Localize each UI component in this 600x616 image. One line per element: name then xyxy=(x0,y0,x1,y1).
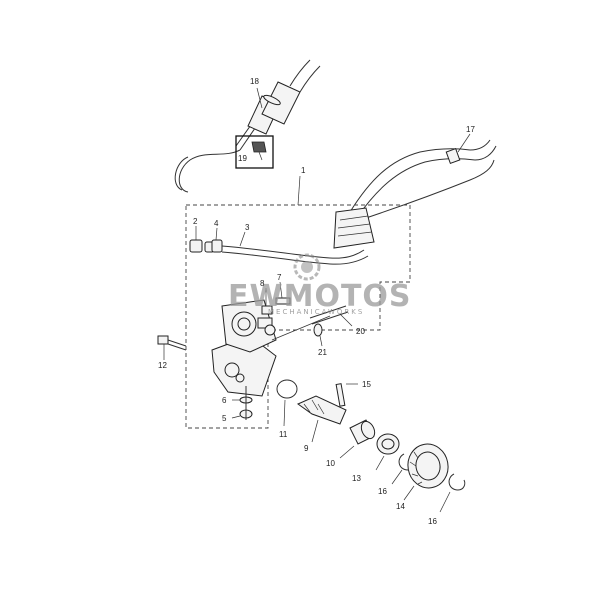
watermark-tagline: MECHANICAWORKS xyxy=(268,308,364,316)
label-18: 18 xyxy=(250,77,259,86)
label-12: 12 xyxy=(158,361,167,370)
label-7: 7 xyxy=(277,273,282,282)
label-8: 8 xyxy=(260,279,265,288)
label-16b: 16 xyxy=(428,517,437,526)
callout-labels: 18 19 17 1 2 4 3 7 8 20 21 12 15 6 5 11 … xyxy=(158,77,475,526)
label-6: 6 xyxy=(222,396,227,405)
label-19: 19 xyxy=(238,154,247,163)
label-9: 9 xyxy=(304,444,309,453)
main-cable xyxy=(333,139,497,249)
bearing-13 xyxy=(375,433,400,471)
oil-pump-cable xyxy=(174,59,321,193)
watermark-brand: EWMOTOS xyxy=(228,279,412,314)
washer-screw-5-6 xyxy=(231,386,253,420)
label-15: 15 xyxy=(362,380,371,389)
o-ring-11 xyxy=(276,379,298,399)
pump-gear-14 xyxy=(403,443,449,501)
hose-20-clip-21 xyxy=(309,305,353,347)
hose-fittings xyxy=(189,226,369,265)
label-10: 10 xyxy=(326,459,335,468)
label-20: 20 xyxy=(356,327,365,336)
label-1: 1 xyxy=(301,166,306,175)
gear-skull-icon xyxy=(293,253,321,281)
label-5: 5 xyxy=(222,414,227,423)
bolts-7-8 xyxy=(261,281,291,315)
label-3: 3 xyxy=(245,223,250,232)
circlip-16b xyxy=(448,473,466,491)
label-14: 14 xyxy=(396,502,405,511)
part-19-highlight-box xyxy=(235,135,274,169)
collar-10 xyxy=(339,419,376,459)
watermark-logo: EWMOTOS MECHANICAWORKS xyxy=(228,253,412,316)
label-4: 4 xyxy=(214,219,219,228)
assembly-boundary xyxy=(185,204,411,429)
drive-shaft-9 xyxy=(296,383,358,443)
label-2: 2 xyxy=(193,217,198,226)
label-11: 11 xyxy=(279,430,288,439)
label-13: 13 xyxy=(352,474,361,483)
bolt-12 xyxy=(157,335,187,360)
label-21: 21 xyxy=(318,348,327,357)
label-17: 17 xyxy=(466,125,475,134)
label-16a: 16 xyxy=(378,487,387,496)
